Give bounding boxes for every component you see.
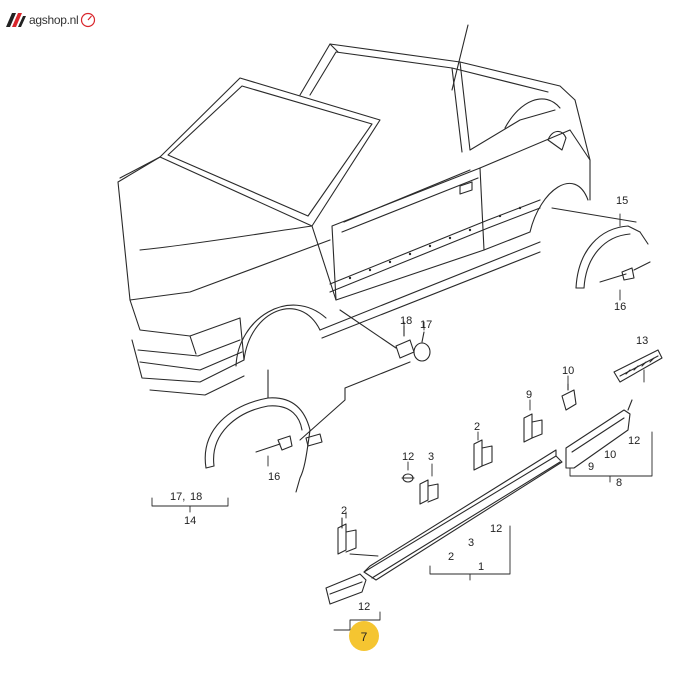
label-17-top: 17 [420,319,432,331]
label-17-bracket: 17, [170,491,185,503]
label-16-rear: 16 [614,301,626,313]
brand-name: agshop.nl [29,13,79,27]
clip-2-front [337,517,357,555]
part-labels: 15 16 18 17 13 10 9 2 12 3 16 17, 18 14 … [170,195,648,613]
brand-mark-icon [6,13,26,27]
label-18-bracket: 18 [190,491,202,503]
label-8: 8 [616,477,622,489]
label-15: 15 [616,195,628,207]
label-10-clip: 10 [562,365,574,377]
label-1: 1 [478,561,484,573]
label-12-sill: 12 [490,523,502,535]
label-3-clip: 3 [428,451,434,463]
callout-number: 7 [361,630,368,644]
callout-badge [349,621,379,651]
label-2-mid: 2 [474,421,480,433]
label-12-front: 12 [358,601,370,613]
sill-trim-front-end [325,573,367,605]
clip-9 [523,413,543,443]
label-12-rear: 12 [628,435,640,447]
callout-7[interactable]: 7 [349,621,379,651]
label-9-clip: 9 [526,389,532,401]
label-10-rear: 10 [604,449,616,461]
front-wheel-arch-trim [204,369,323,493]
label-13: 13 [636,335,648,347]
sill-trim-main [363,449,563,581]
clip-16-front [255,435,293,453]
clip-10 [561,383,577,411]
clip-3-12 [401,473,439,505]
label-12-clip: 12 [402,451,414,463]
clip-17-18 [299,309,431,441]
label-18-top: 18 [400,315,412,327]
leader-lines [151,213,653,631]
car-body-outline [117,24,591,396]
label-2-front: 2 [341,505,347,517]
label-16-front: 16 [268,471,280,483]
clip-2-mid [473,439,493,471]
label-2-sill: 2 [448,551,454,563]
sill-trim-rear [565,399,633,469]
rear-wheel-arch-trim [551,207,649,289]
label-9-rear: 9 [588,461,594,473]
clip-16-rear [599,261,651,283]
side-marker-13 [613,349,663,383]
label-3-sill: 3 [468,537,474,549]
label-14: 14 [184,515,196,527]
brand-logo[interactable]: agshop.nl [6,10,96,30]
speedometer-icon [81,12,96,28]
